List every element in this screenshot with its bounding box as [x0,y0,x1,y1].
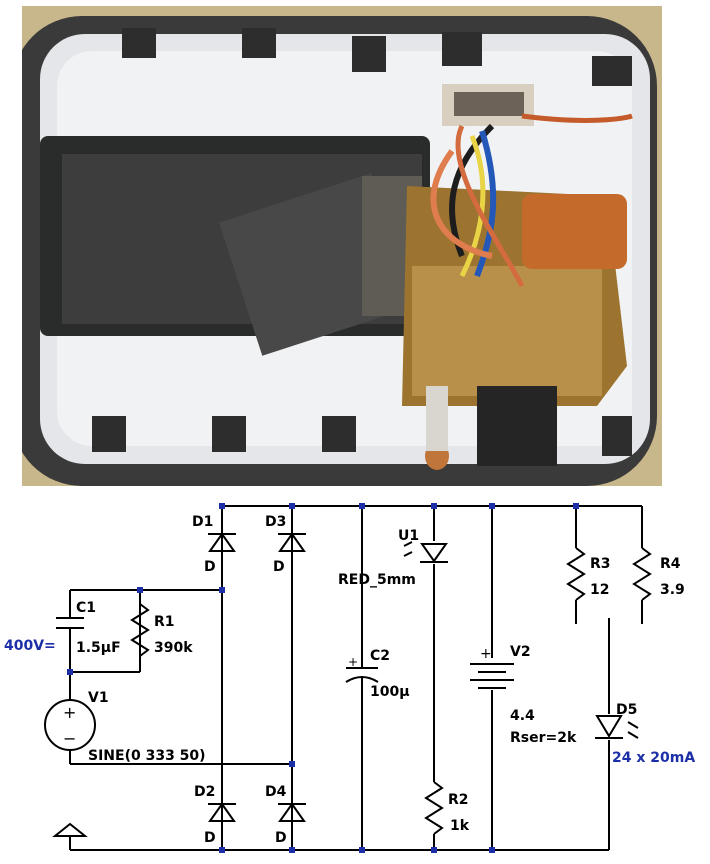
c1-value-label: 1.5µF [76,640,121,656]
d4-type-label: D [275,830,287,846]
u1-value-label: RED_5mm [338,572,416,588]
d3-ref-label: D3 [265,514,286,530]
r3-value-label: 12 [590,582,609,598]
diode-d2 [208,802,236,822]
v2-value-label: 4.4 [510,708,535,724]
led-u1 [403,541,448,563]
d5-ref-label: D5 [616,702,637,718]
r2-value-label: 1k [450,818,470,834]
r3-ref-label: R3 [590,556,611,572]
diode-d4 [278,802,306,822]
v1-value-label: SINE(0 333 50) [88,748,206,764]
diode-d3 [278,532,306,552]
d1-type-label: D [204,559,216,575]
d5-spec-label: 24 x 20mA [612,750,695,766]
d2-ref-label: D2 [194,784,215,800]
voltage-source-v1: + − [44,699,96,751]
d2-type-label: D [204,830,216,846]
r1-value-label: 390k [154,640,193,656]
r1-ref-label: R1 [154,614,175,630]
circuit-schematic: + − + + [4,503,695,853]
resistor-r2 [424,781,444,835]
capacitor-c2: + [345,655,379,683]
u1-ref-label: U1 [398,528,419,544]
ground-symbol [52,822,88,850]
junction-dots [67,503,579,853]
r4-ref-label: R4 [660,556,681,572]
c2-value-label: 100µ [370,684,410,700]
resistor-r1 [130,603,150,657]
resistor-r4 [632,547,652,601]
svg-text:+: + [348,655,358,669]
v1-ref-label: V1 [88,690,109,706]
svg-text:+: + [63,703,76,722]
battery-v2: + [470,646,514,689]
c1-ref-label: C1 [76,600,96,616]
d1-ref-label: D1 [192,514,213,530]
resistor-r3 [566,547,586,601]
svg-text:+: + [480,646,492,662]
capacitor-c1 [56,617,84,629]
svg-text:−: − [63,729,76,748]
v2-param-label: Rser=2k [510,730,577,746]
diode-d1 [208,532,236,552]
d4-ref-label: D4 [265,784,287,800]
led-d5 [595,715,639,739]
device-photo [22,6,662,486]
d3-type-label: D [273,559,285,575]
c2-ref-label: C2 [370,648,390,664]
v2-ref-label: V2 [510,644,531,660]
c1-voltage-label: 400V= [4,638,56,654]
r4-value-label: 3.9 [660,582,685,598]
r2-ref-label: R2 [448,792,469,808]
